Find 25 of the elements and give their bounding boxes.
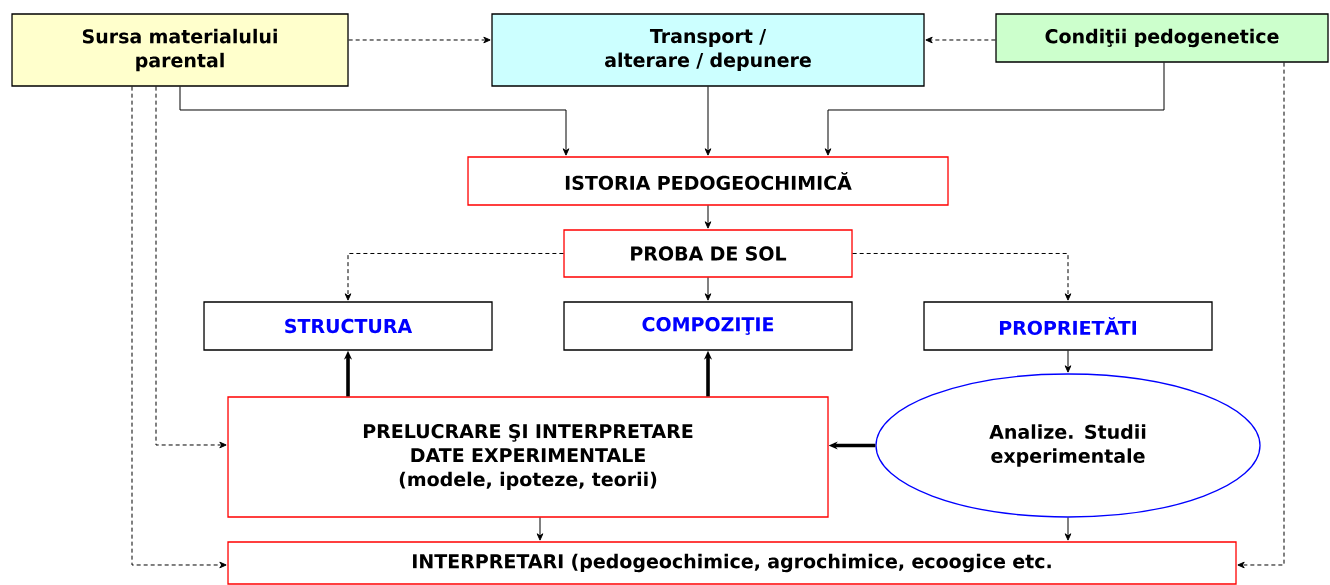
- arrow: [704, 277, 712, 301]
- arrow: [1237, 62, 1285, 569]
- arrow: [852, 253, 1072, 301]
- arrow: [925, 36, 996, 44]
- arrow: [131, 86, 227, 569]
- process-box: STRUCTURA: [203, 301, 493, 351]
- process-box: INTERPRETARI (pedogeochimice, agrochimice, ecoogice etc.: [227, 541, 1237, 585]
- process-box: Condiţii pedogenetice: [995, 13, 1329, 63]
- arrow: [155, 86, 227, 449]
- arrow: [344, 253, 564, 301]
- arrow: [536, 517, 544, 541]
- process-box: ISTORIA PEDOGEOCHIMICĂ: [467, 156, 949, 206]
- process-box: Transport / alterare / depunere: [491, 13, 925, 87]
- process-box: COMPOZIŢIE: [563, 301, 853, 351]
- process-box: Sursa materialului parental: [11, 13, 349, 87]
- arrow: [348, 36, 491, 44]
- arrow: [704, 205, 712, 229]
- arrow: [1064, 350, 1072, 373]
- arrow: [179, 86, 570, 156]
- arrow: [824, 62, 1165, 156]
- arrow: [1064, 517, 1072, 541]
- arrow: [704, 86, 712, 156]
- process-box: PRELUCRARE ŞI INTERPRETARE DATE EXPERIMENTALE (modele, ipoteze, teorii): [227, 396, 829, 518]
- process-box: PROBA DE SOL: [563, 229, 853, 278]
- process-box: PROPRIETĂTI: [923, 301, 1213, 351]
